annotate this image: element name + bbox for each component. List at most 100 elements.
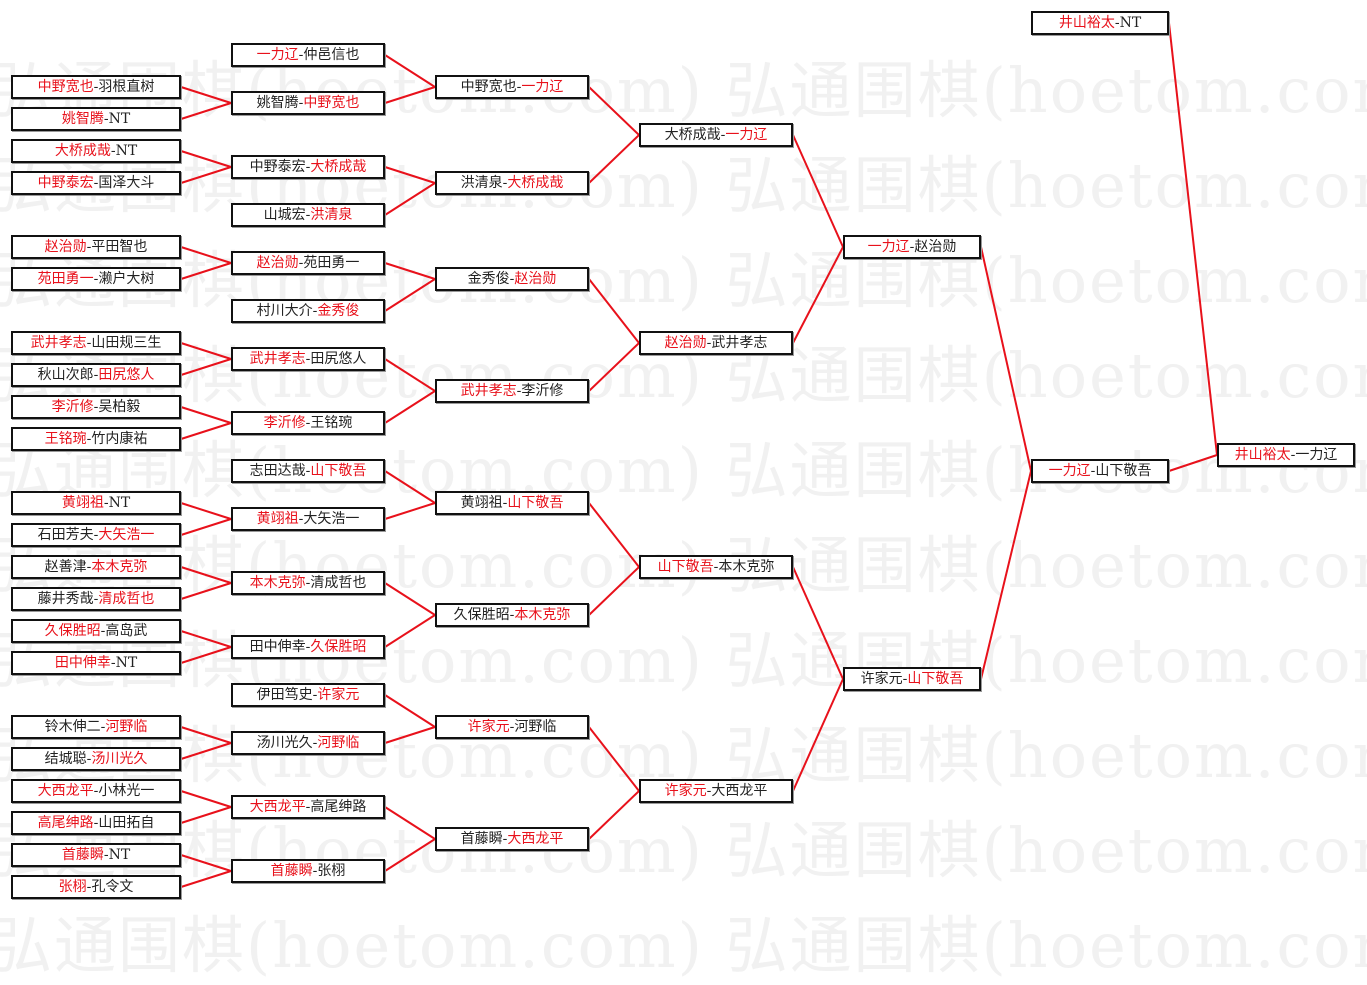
bracket-connector [180, 86, 232, 104]
separator: - [86, 335, 92, 351]
bracket-connector [588, 342, 640, 392]
bracket-connector [588, 726, 640, 792]
player-b: 大桥成哉 [310, 159, 367, 175]
player-a: 久保胜昭 [453, 607, 510, 623]
bracket-connector [384, 182, 436, 216]
player-b: 竹内康祐 [91, 431, 148, 447]
match-box: 本木克弥-清成哲也 [231, 571, 385, 595]
bracket-connector [384, 86, 436, 104]
bracket-connector [1168, 22, 1218, 456]
player-a: 许家元 [860, 671, 903, 687]
bracket-connector [384, 694, 436, 728]
bracket-connector [384, 726, 436, 744]
match-box: 许家元-山下敬吾 [843, 667, 981, 691]
player-b: 山田拓自 [98, 815, 155, 831]
player-b: 张栩 [317, 863, 346, 879]
bracket-connector [180, 422, 232, 440]
match-box: 黄翊祖-山下敬吾 [435, 491, 589, 515]
player-b: 清成哲也 [98, 591, 155, 607]
bracket-connector [180, 790, 232, 808]
separator: - [298, 255, 304, 271]
player-a: 中野宽也 [460, 79, 517, 95]
player-a: 武井孝志 [249, 351, 306, 367]
separator: - [305, 159, 311, 175]
separator: - [86, 879, 92, 895]
player-a: 一力辽 [867, 239, 910, 255]
separator: - [86, 239, 92, 255]
player-a: 山城宏 [263, 207, 306, 223]
separator: - [706, 335, 712, 351]
match-box: 高尾绅路-山田拓自 [11, 811, 181, 835]
player-b: 武井孝志 [711, 335, 768, 351]
separator: - [93, 815, 99, 831]
player-a: 李沂修 [51, 399, 94, 415]
bracket-connector [792, 566, 844, 680]
player-b: NT [108, 495, 131, 511]
player-a: 黄翊祖 [61, 495, 104, 511]
bracket-connector [180, 870, 232, 888]
match-box: 首藤瞬-张栩 [231, 859, 385, 883]
player-b: 汤川光久 [91, 751, 148, 767]
match-box: 武井孝志-田尻悠人 [231, 347, 385, 371]
player-a: 王铭琬 [44, 431, 87, 447]
player-a: 藤井秀哉 [37, 591, 94, 607]
bracket-connector [384, 54, 436, 88]
separator: - [93, 175, 99, 191]
player-b: 平田智也 [91, 239, 148, 255]
bracket-connector [1168, 454, 1218, 472]
player-a: 中野泰宏 [249, 159, 306, 175]
player-a: 赵治勋 [256, 255, 299, 271]
separator: - [713, 559, 719, 575]
player-a: 秋山次郎 [37, 367, 94, 383]
player-a: 山下敬吾 [657, 559, 714, 575]
match-box: 结城聪-汤川光久 [11, 747, 181, 771]
separator: - [86, 559, 92, 575]
player-a: 一力辽 [1048, 463, 1091, 479]
player-a: 李沂修 [263, 415, 306, 431]
separator: - [100, 623, 106, 639]
match-box: 藤井秀哉-清成哲也 [11, 587, 181, 611]
player-b: NT [115, 655, 138, 671]
player-a: 许家元 [664, 783, 707, 799]
separator: - [312, 863, 318, 879]
bracket-connector [384, 582, 436, 616]
match-box: 一力辽-赵治勋 [843, 235, 981, 259]
player-a: 武井孝志 [30, 335, 87, 351]
match-box: 大桥成哉-NT [11, 139, 181, 163]
player-b: 久保胜昭 [310, 639, 367, 655]
player-b: 田尻悠人 [310, 351, 367, 367]
player-a: 首藤瞬 [460, 831, 503, 847]
match-box: 久保胜昭-本木克弥 [435, 603, 589, 627]
match-box: 赵善津-本木克弥 [11, 555, 181, 579]
match-box: 大西龙平-高尾绅路 [231, 795, 385, 819]
match-box: 黄翊祖-NT [11, 491, 181, 515]
player-a: 中野宽也 [37, 79, 94, 95]
player-b: 王铭琬 [310, 415, 353, 431]
player-a: 石田芳夫 [37, 527, 94, 543]
separator: - [1090, 463, 1096, 479]
player-b: 仲邑信也 [303, 47, 360, 63]
match-box: 李沂修-王铭琬 [231, 411, 385, 435]
player-a: 中野泰宏 [37, 175, 94, 191]
player-b: 大西龙平 [507, 831, 564, 847]
separator: - [902, 671, 908, 687]
bracket-connector [588, 502, 640, 568]
match-box: 黄翊祖-大矢浩一 [231, 507, 385, 531]
player-a: 井山裕太 [1058, 15, 1115, 31]
match-box: 大桥成哉-一力辽 [639, 123, 793, 147]
bracket-connector [180, 406, 232, 424]
separator: - [502, 831, 508, 847]
separator: - [1290, 447, 1296, 463]
bracket-connector [180, 102, 232, 120]
separator: - [1114, 15, 1120, 31]
bracket-connector [180, 358, 232, 376]
player-b: NT [115, 143, 138, 159]
bracket-connector [180, 246, 232, 264]
match-box: 山下敬吾-本木克弥 [639, 555, 793, 579]
match-box: 秋山次郎-田尻悠人 [11, 363, 181, 387]
separator: - [93, 79, 99, 95]
match-box: 李沂修-吴柏毅 [11, 395, 181, 419]
player-b: 河野临 [514, 719, 557, 735]
separator: - [93, 783, 99, 799]
match-box: 田中伸幸-NT [11, 651, 181, 675]
